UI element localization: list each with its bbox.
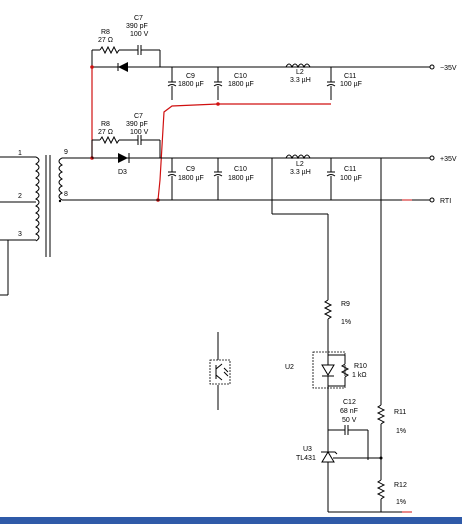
r11-label: R11	[394, 409, 406, 416]
c11-mid-value: 100 µF	[340, 175, 362, 182]
r12-resistor	[376, 479, 386, 500]
c9-top-value: 1800 µF	[178, 81, 204, 88]
pin-8-label: 8	[64, 191, 68, 198]
r11-tolerance: 1%	[396, 428, 406, 435]
c12-voltage: 50 V	[342, 417, 357, 424]
negative-rail: R8 27 Ω C7 390 pF 100 V C9 1800 µF C10 1…	[91, 15, 457, 100]
c10-top-label: C10	[234, 73, 247, 80]
c7-top-value: 390 pF	[126, 23, 148, 30]
r8-mid-resistor	[99, 135, 120, 145]
c12-value: 68 nF	[340, 408, 358, 415]
r9-resistor	[323, 299, 333, 320]
c7-top-voltage: 100 V	[130, 31, 149, 38]
footer-bar	[0, 517, 462, 524]
return-rail: RTI	[155, 158, 451, 405]
l2-mid-inductor	[285, 154, 311, 160]
r8-mid-label: R8	[101, 121, 110, 128]
r10-label: R10	[354, 363, 367, 370]
l2-top-value: 3.3 µH	[290, 77, 311, 84]
u3-part: TL431	[296, 455, 316, 462]
neg-35v-label: −35V	[440, 65, 457, 72]
d3-label: D3	[118, 169, 127, 176]
c7-mid-label: C7	[134, 113, 143, 120]
diode-d3	[118, 153, 130, 163]
c11-top-value: 100 µF	[340, 81, 362, 88]
transformer: 1 2 3 9 8	[0, 149, 155, 296]
c12-label: C12	[343, 399, 356, 406]
r12-tolerance: 1%	[396, 499, 406, 506]
r12-label: R12	[394, 482, 407, 489]
c11-top-label: C11	[344, 73, 356, 80]
l2-top-label: L2	[296, 69, 304, 76]
c9-mid-value: 1800 µF	[178, 175, 204, 182]
c10-mid-value: 1800 µF	[228, 175, 254, 182]
c10-top-value: 1800 µF	[228, 81, 254, 88]
c10-mid-label: C10	[234, 166, 247, 173]
u2-optocoupler	[312, 351, 346, 389]
c7-mid-voltage: 100 V	[130, 129, 149, 136]
pin-9-label: 9	[64, 149, 68, 156]
c7-top-label: C7	[134, 15, 143, 22]
u2-label: U2	[285, 364, 294, 371]
highlight-path	[90, 65, 331, 202]
r9-tolerance: 1%	[341, 319, 351, 326]
r8-top-value: 27 Ω	[98, 37, 113, 44]
pin-3-label: 3	[18, 231, 22, 238]
r8-top-label: R8	[101, 29, 110, 36]
u2-phototransistor	[209, 332, 231, 410]
r10-value: 1 kΩ	[352, 372, 367, 379]
positive-rail: R8 27 Ω C7 390 pF 100 V D3 C9 1800 µF C1…	[91, 113, 457, 200]
r9-label: R9	[341, 301, 350, 308]
pin-2-label: 2	[18, 193, 22, 200]
r11-resistor	[376, 404, 386, 425]
c9-top-label: C9	[186, 73, 195, 80]
l2-mid-value: 3.3 µH	[290, 169, 311, 176]
l2-mid-label: L2	[296, 161, 304, 168]
u3-label: U3	[303, 446, 312, 453]
r8-mid-value: 27 Ω	[98, 129, 113, 136]
diode-top	[117, 62, 128, 72]
pin-1-label: 1	[18, 150, 22, 157]
c7-mid-value: 390 pF	[126, 121, 148, 128]
rtn-label: RTI	[440, 198, 451, 205]
r10-resistor	[340, 363, 350, 378]
u3-tl431	[321, 430, 381, 512]
l2-top-inductor	[285, 63, 311, 69]
c9-mid-label: C9	[186, 166, 195, 173]
pos-35v-label: +35V	[440, 156, 457, 163]
feedback-network: R9 1% U2 R10 1 kΩ	[209, 299, 412, 513]
c11-mid-label: C11	[344, 166, 356, 173]
r8-top-resistor	[99, 45, 120, 55]
